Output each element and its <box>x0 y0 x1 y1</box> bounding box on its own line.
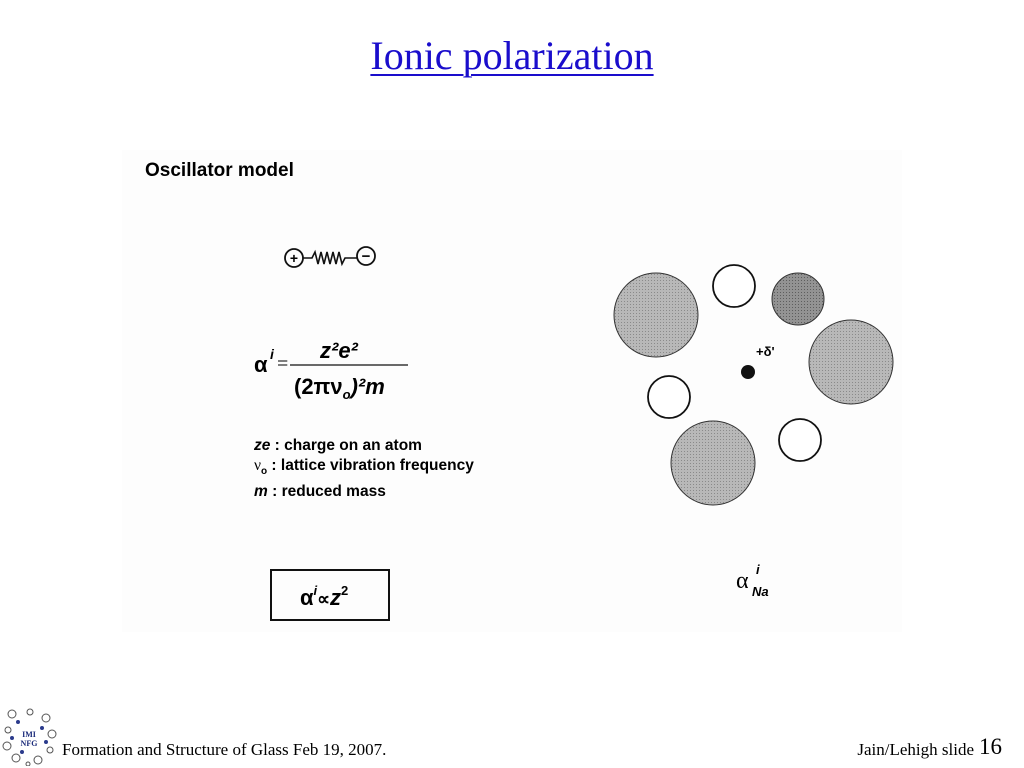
formula-equals: = <box>277 353 288 375</box>
central-charge-dot <box>741 365 755 379</box>
spring-model-diagram: + − <box>284 246 376 268</box>
positive-charge-sign: + <box>290 250 298 266</box>
legend-item-mass: m : reduced mass <box>254 483 386 501</box>
small-cation-left <box>647 375 691 419</box>
polarizability-formula: α i = z²e² (2πνo)²m <box>254 338 408 402</box>
negative-charge-circle <box>356 246 376 266</box>
footer-course-title: Formation and Structure of Glass Feb 19,… <box>62 740 387 759</box>
legend-item-frequency: νo : lattice vibration frequency <box>254 457 474 478</box>
footer-author: Jain/Lehigh slide <box>857 740 974 759</box>
imi-nfg-logo-icon: IMI NFG <box>2 708 57 766</box>
figure-heading: Oscillator model <box>145 160 294 181</box>
slide-title: Ionic polarization <box>370 33 654 78</box>
figure-panel <box>122 150 902 632</box>
formula-alpha-superscript: i <box>270 346 275 362</box>
large-anion-top-left <box>613 272 699 358</box>
negative-charge-sign: − <box>362 248 371 265</box>
small-cation-bottom-right <box>778 418 822 462</box>
logo-text-top: IMI <box>22 730 36 739</box>
dark-ion-top-right <box>771 272 825 326</box>
small-cation-top <box>712 264 756 308</box>
slide-number: 16 <box>979 734 1002 759</box>
formula-numerator: z²e² <box>319 338 359 363</box>
proportionality-box: αi∝z2 <box>270 569 390 621</box>
large-anion-bottom <box>670 420 756 506</box>
svg-text:αi∝z2: αi∝z2 <box>300 583 348 610</box>
large-anion-right <box>808 319 894 405</box>
proportionality-formula: αi∝z2 <box>300 583 348 610</box>
central-charge-label: +δ' <box>756 344 775 359</box>
spring-coil <box>303 249 357 267</box>
logo-text-bottom: NFG <box>21 739 38 748</box>
legend-item-charge: ze : charge on an atom <box>254 437 422 454</box>
ionic-lattice-diagram: +δ' <box>613 264 894 506</box>
variable-legend: ze : charge on an atom νo : lattice vibr… <box>254 436 474 502</box>
formula-denominator: (2πνo)²m <box>294 374 385 402</box>
sodium-polarizability-label: α i Na <box>736 562 769 599</box>
formula-alpha: α <box>254 352 268 377</box>
